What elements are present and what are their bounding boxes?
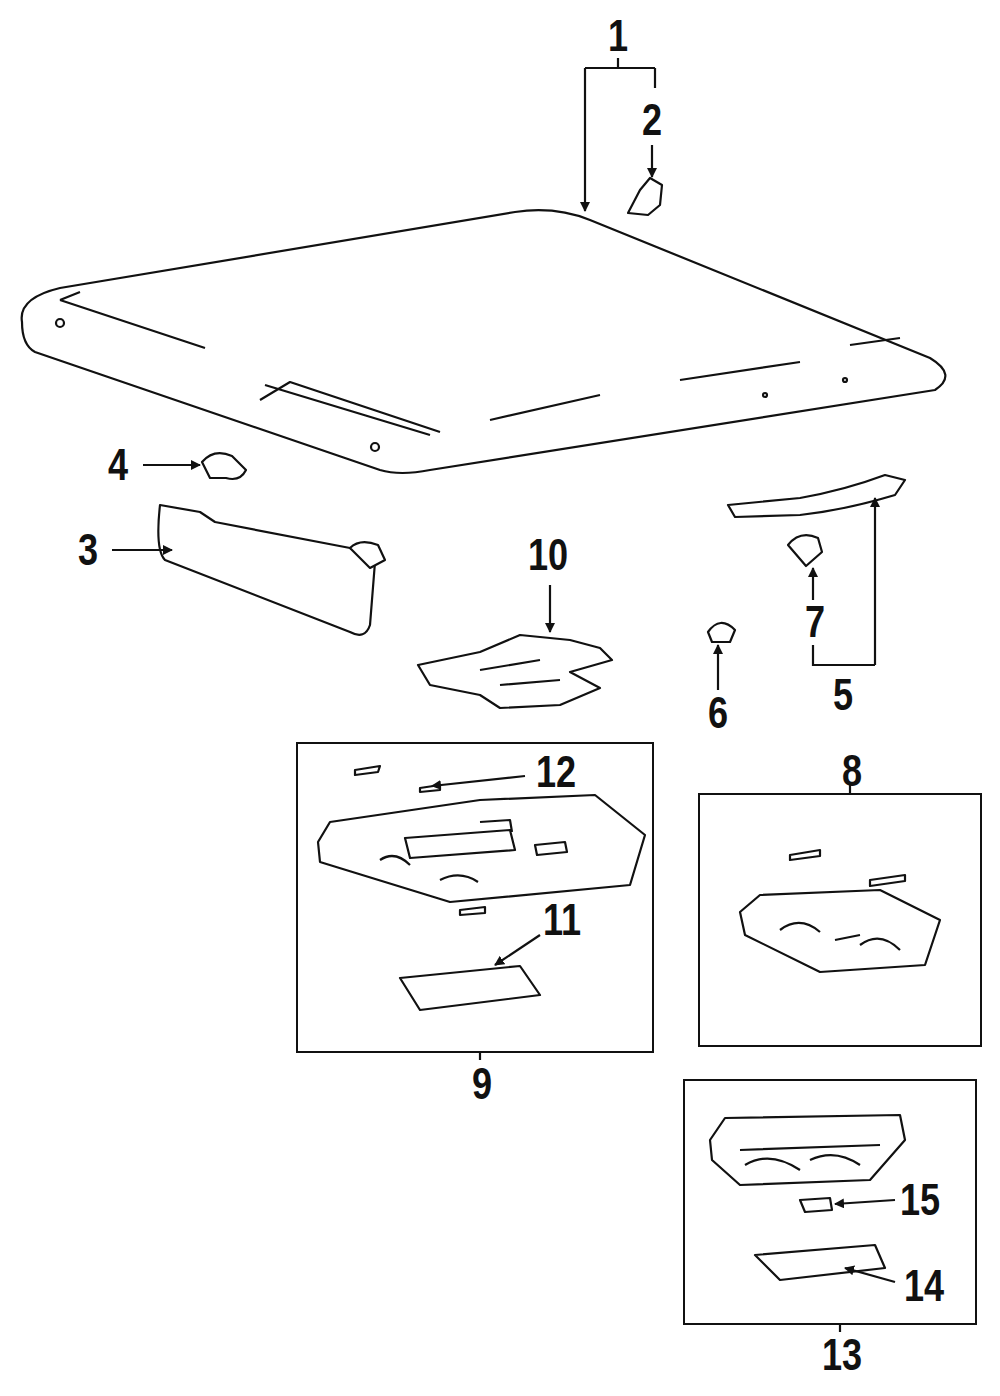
callout-number: 5 (833, 673, 853, 717)
callout-number: 8 (842, 749, 862, 793)
callout-number: 12 (536, 750, 576, 794)
callout-number: 15 (900, 1178, 940, 1222)
callout-number: 13 (822, 1333, 862, 1377)
callout-number: 6 (708, 691, 728, 735)
callout-number: 14 (904, 1264, 944, 1308)
parts-box: 9 (296, 742, 654, 1053)
callout-number: 3 (78, 528, 98, 572)
callout-number: 1 (608, 14, 628, 58)
parts-box: 8 (698, 793, 982, 1047)
callout-number: 9 (472, 1062, 492, 1106)
callout-number: 11 (543, 898, 581, 942)
callout-number: 7 (805, 600, 825, 644)
callout-number: 10 (528, 533, 568, 577)
callout-number: 4 (108, 443, 128, 487)
callout-number: 2 (642, 98, 662, 142)
